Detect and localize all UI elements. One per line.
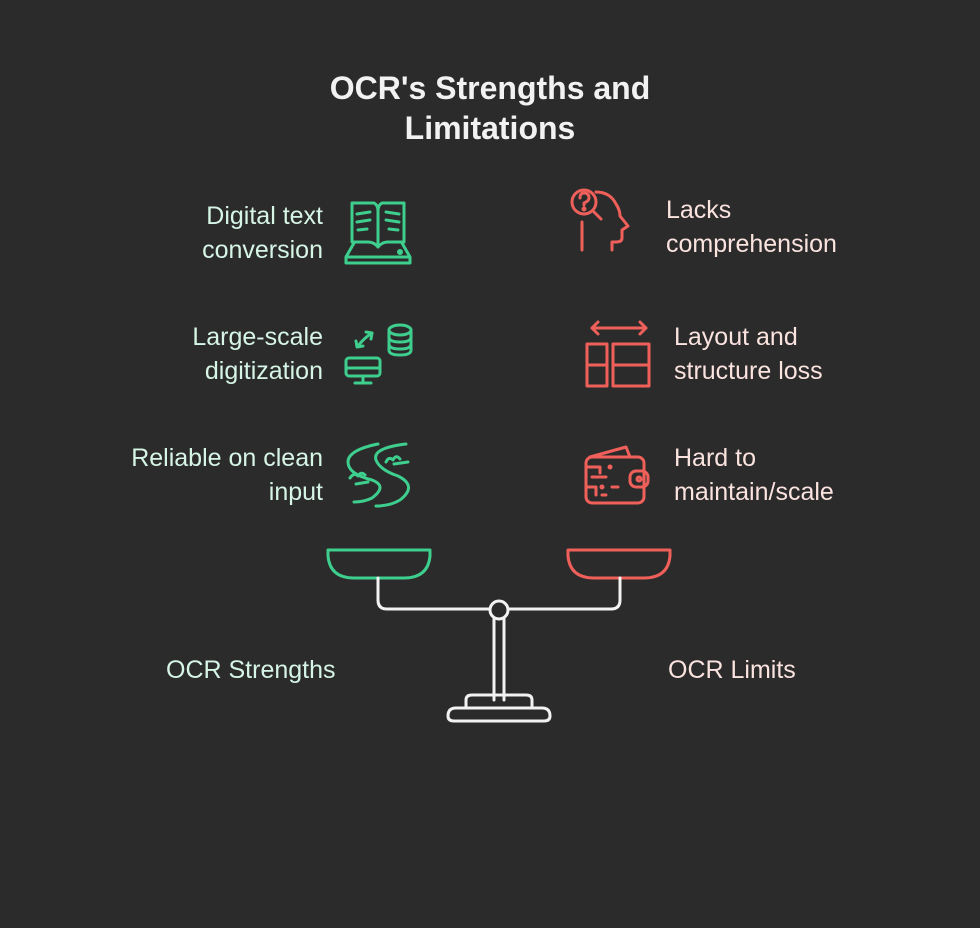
limit-item-maintain: Hard to maintain/scale: [674, 441, 834, 509]
database-sync-monitor-icon: [344, 323, 413, 385]
page-title: OCR's Strengths and Limitations: [0, 68, 980, 148]
title-line-2: Limitations: [404, 110, 576, 146]
limit-label-line: Lacks: [666, 196, 732, 224]
strength-label-line: Digital text: [206, 202, 323, 230]
title-line-1: OCR's Strengths and: [329, 70, 651, 106]
limit-item-comprehension: Lacks comprehension: [666, 193, 837, 261]
layout-grid-arrows-icon: [585, 320, 651, 388]
limit-label-line: structure loss: [674, 357, 823, 385]
strength-label-line: Large-scale: [192, 323, 323, 351]
river-path-icon: [346, 442, 410, 508]
scale-frame: [376, 576, 622, 723]
strengths-category-label: OCR Strengths: [166, 656, 336, 684]
limit-item-layout: Layout and structure loss: [674, 320, 823, 388]
limit-label-line: maintain/scale: [674, 478, 834, 506]
left-pan: [326, 548, 432, 580]
open-book-scanner-icon: [344, 201, 412, 265]
strength-item-reliable: Reliable on clean input: [131, 441, 323, 509]
strength-item-large-scale: Large-scale digitization: [192, 320, 323, 388]
limit-label-line: Layout and: [674, 323, 798, 351]
head-question-magnifier-icon: [570, 188, 630, 252]
limit-label-line: comprehension: [666, 230, 837, 258]
strength-label-line: digitization: [204, 357, 323, 385]
limit-label-line: Hard to: [674, 444, 756, 472]
strength-label-line: input: [268, 478, 323, 506]
circuit-wallet-icon: [584, 445, 650, 505]
right-pan: [566, 548, 672, 580]
strength-label-line: conversion: [202, 236, 323, 264]
limits-category-label: OCR Limits: [668, 656, 796, 684]
strength-label-line: Reliable on clean: [131, 444, 323, 472]
strength-item-digital-text: Digital text conversion: [202, 199, 323, 267]
